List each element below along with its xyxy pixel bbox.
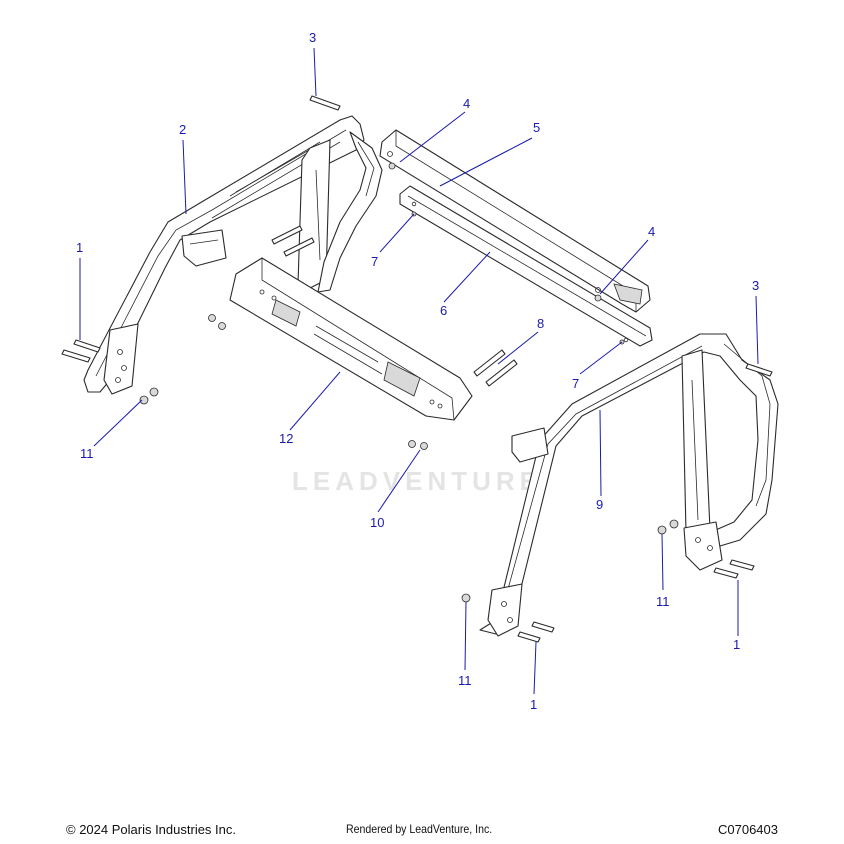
nut-b	[218, 322, 226, 330]
callout-9: 9	[596, 497, 603, 512]
callout-5: 5	[533, 120, 540, 135]
nut-a	[208, 314, 216, 322]
bolt-8-b	[283, 237, 315, 257]
callout-11-bottom: 11	[458, 673, 472, 688]
callout-8: 8	[537, 316, 544, 331]
bolt-1-right-b	[729, 559, 755, 571]
callout-4-upper: 4	[463, 96, 470, 111]
nut-10-a	[408, 440, 416, 448]
nut-11-c	[461, 593, 471, 603]
bolt-3-top	[309, 95, 341, 111]
callout-1-right: 1	[733, 637, 740, 652]
bolt-8-d	[485, 359, 518, 387]
upper-crossbar	[379, 129, 651, 313]
callout-11-right: 11	[656, 594, 670, 609]
nut-11-e	[669, 519, 679, 529]
nut-4-a	[388, 162, 396, 170]
fasteners	[61, 95, 773, 643]
bolt-8-a	[271, 225, 303, 245]
nut-4-b	[594, 294, 602, 302]
nut-11-b	[149, 387, 159, 397]
callout-2: 2	[179, 122, 186, 137]
bolt-1-right-a	[713, 567, 739, 579]
callout-10: 10	[370, 515, 384, 530]
front-left-cage-frame	[83, 115, 383, 395]
callout-1-left: 1	[76, 240, 83, 255]
watermark-text: LEADVENTURE	[292, 466, 542, 496]
bolt-1-bottom-b	[531, 621, 555, 633]
right-cage-frame	[479, 333, 779, 637]
nut-10-b	[420, 442, 428, 450]
bolt-8-c	[473, 349, 506, 377]
callout-7-lower: 7	[572, 376, 579, 391]
nut-11-d	[657, 525, 667, 535]
callout-7-upper: 7	[371, 254, 378, 269]
bolt-1-upper-left	[73, 339, 101, 353]
bolt-3-right	[745, 363, 773, 377]
callout-1-bottom: 1	[530, 697, 537, 712]
callout-3-right: 3	[752, 278, 759, 293]
callout-4-lower: 4	[648, 224, 655, 239]
callouts: 3 2 4 5 1 7 4 6 3 8 7 11 12 9 10 11 1 11…	[76, 30, 759, 712]
document-id: C0706403	[718, 822, 778, 837]
rear-panel	[229, 257, 473, 421]
callout-12: 12	[279, 431, 293, 446]
callout-6: 6	[440, 303, 447, 318]
rendered-by-text: Rendered by LeadVenture, Inc.	[346, 822, 493, 836]
callout-11-left: 11	[80, 446, 94, 461]
nut-11-a	[139, 395, 149, 405]
bolt-1-bottom-a	[517, 631, 541, 643]
lower-bracket-bar	[399, 185, 653, 347]
leader-lines	[79, 47, 759, 695]
bolt-1-lower-left	[61, 349, 91, 363]
callout-3-top: 3	[309, 30, 316, 45]
copyright-text: © 2024 Polaris Industries Inc.	[66, 822, 236, 837]
